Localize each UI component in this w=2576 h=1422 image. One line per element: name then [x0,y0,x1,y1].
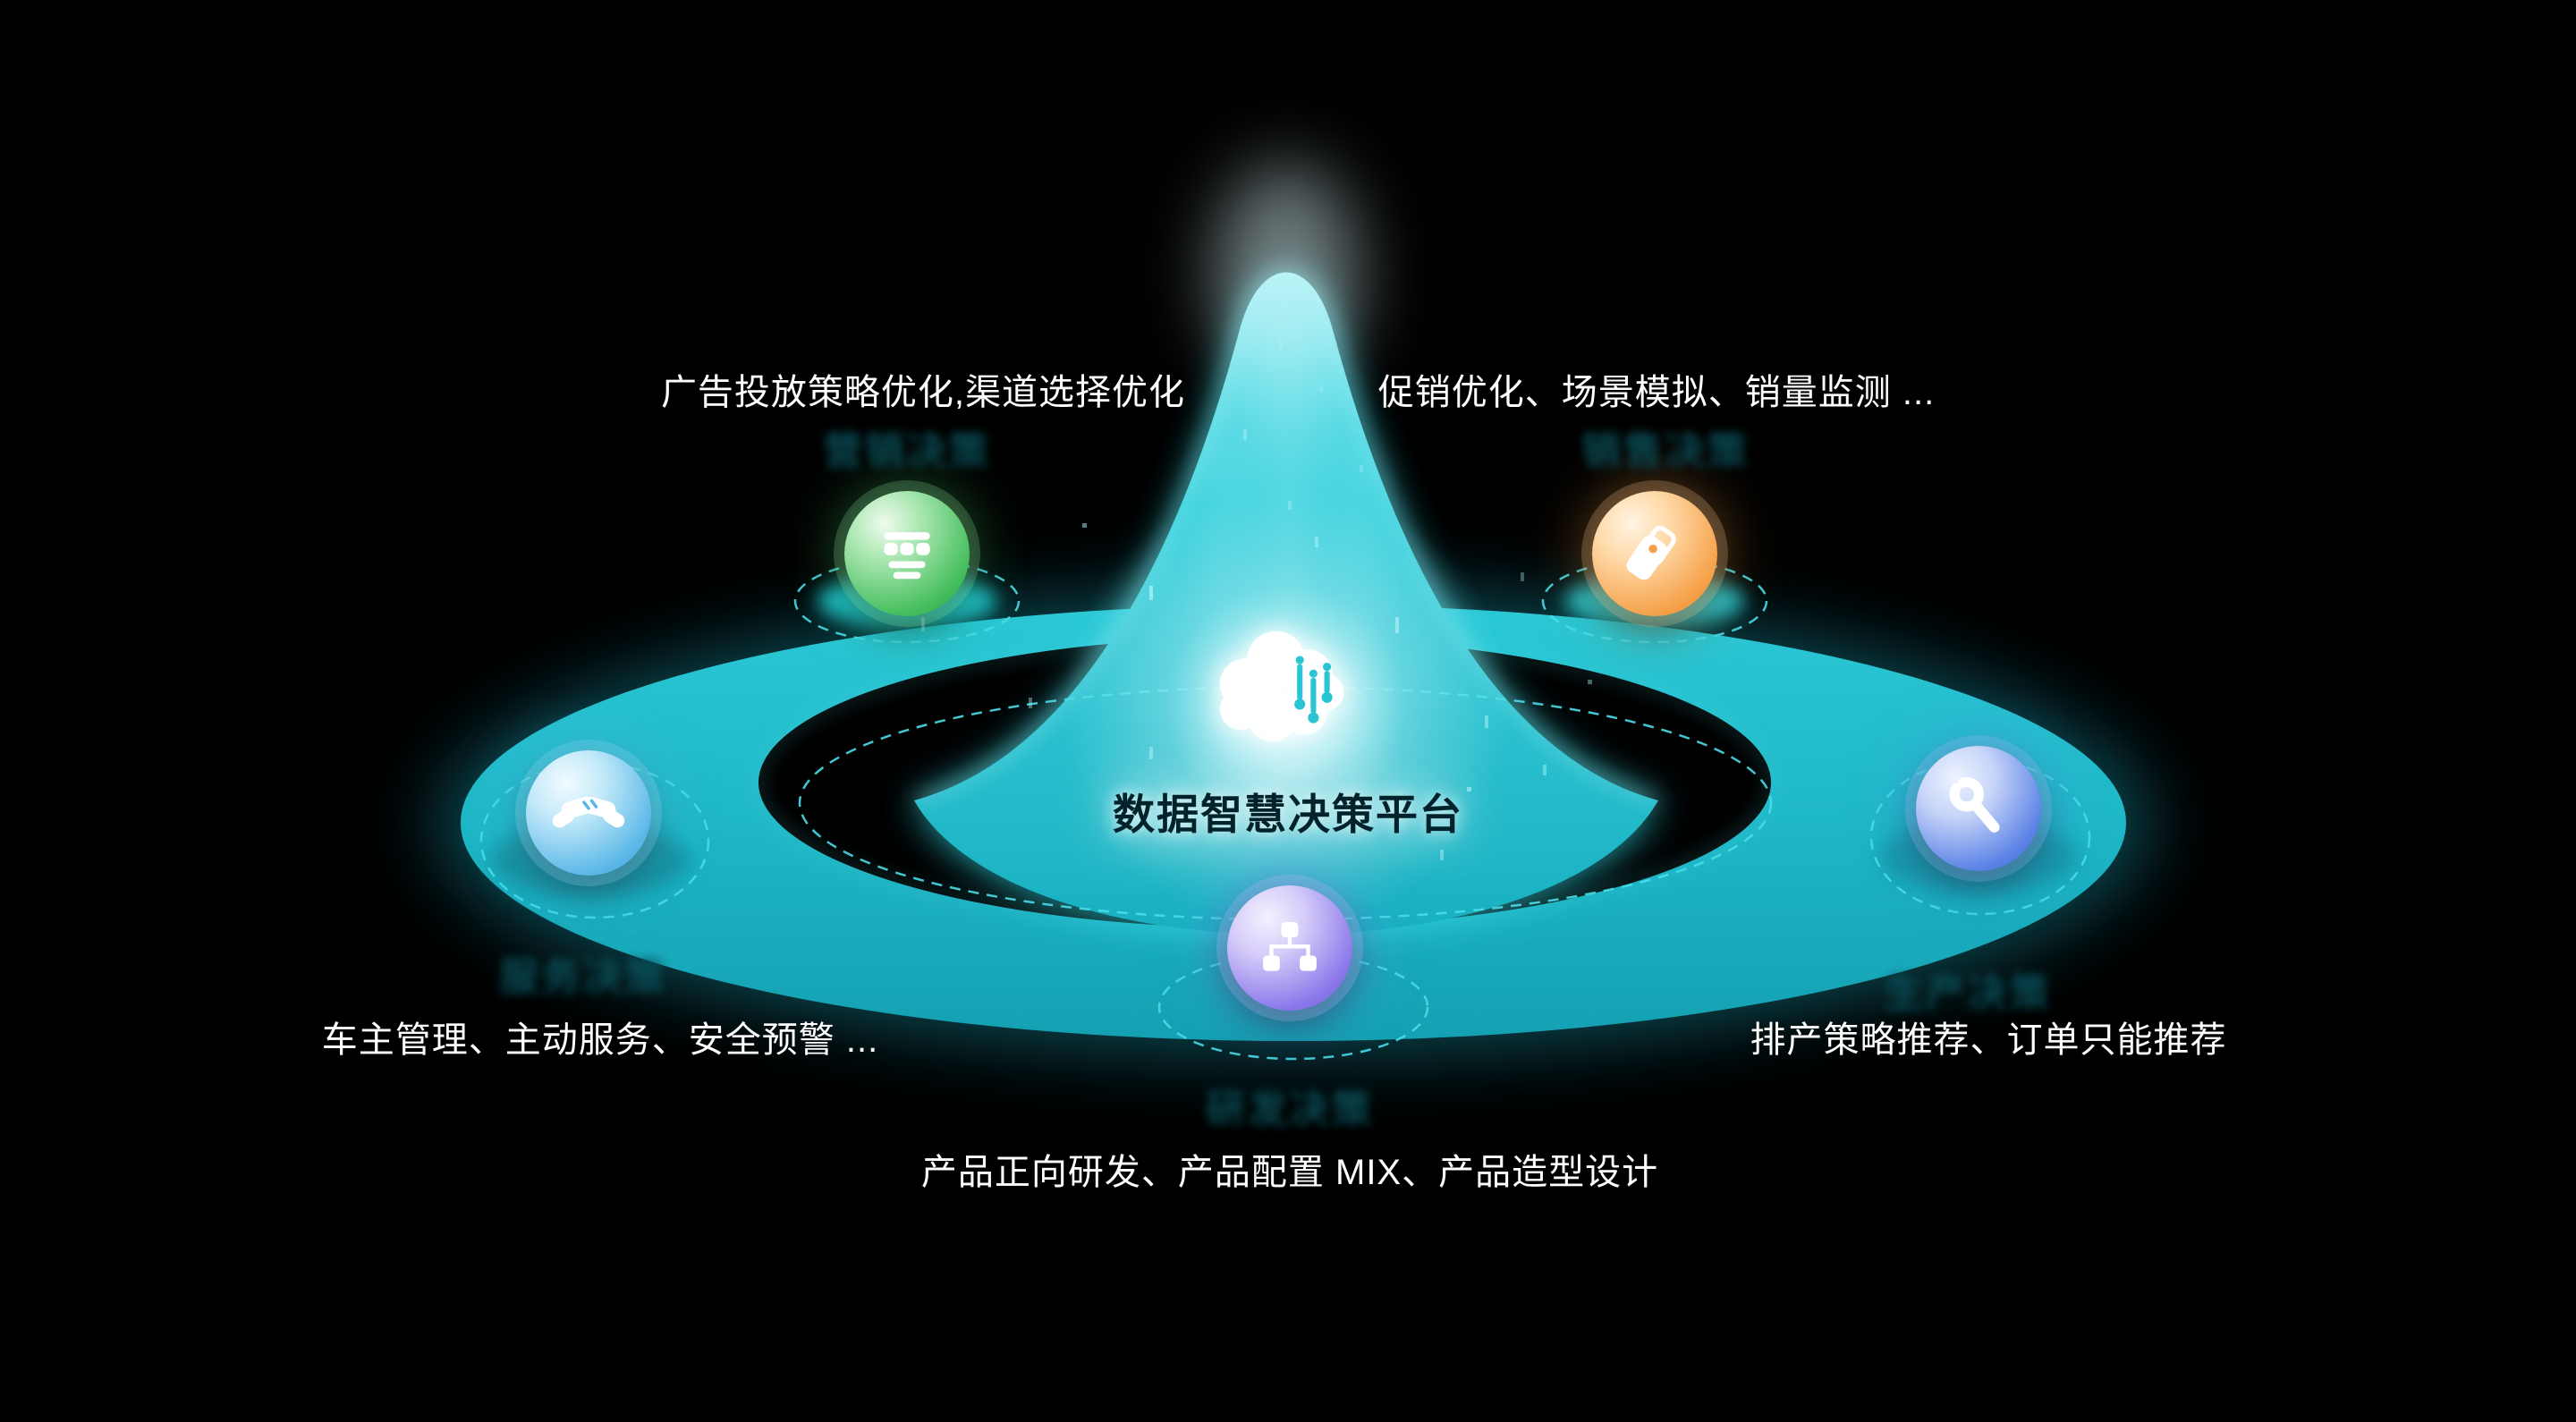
handshake-icon [552,797,625,828]
service-node-icon [526,750,651,876]
sales-ghost-label: 销售决策 [1581,429,1750,473]
service-description: 车主管理、主动服务、安全预警 ... [321,1020,879,1060]
price-tags-icon [1626,525,1676,580]
rnd-ghost-label: 研发决策 [1206,1088,1374,1131]
sales-node-icon [1592,491,1717,616]
rnd-node-icon [1227,885,1352,1011]
platform-title: 数据智慧决策平台 [1113,791,1463,838]
production-node-icon [1916,746,2041,871]
marketing-node-icon [844,491,970,616]
platform-ring [461,605,2126,1041]
production-ghost-label: 生产决策 [1884,971,2052,1015]
storefront-icon [884,532,930,580]
wrench-icon [1949,777,2000,833]
org-hierarchy-icon [1263,921,1317,971]
sales-description: 促销优化、场景模拟、销量监测 ... [1377,373,1936,412]
production-description: 排产策略推荐、订单只能推荐 [1750,1020,2227,1060]
rnd-description: 产品正向研发、产品配置 MIX、产品造型设计 [920,1153,1659,1192]
marketing-ghost-label: 营销决策 [823,429,991,473]
brain-circuit-icon [1219,631,1344,742]
marketing-description: 广告投放策略优化,渠道选择优化 [660,373,1186,412]
service-ghost-label: 服务决策 [499,955,667,999]
